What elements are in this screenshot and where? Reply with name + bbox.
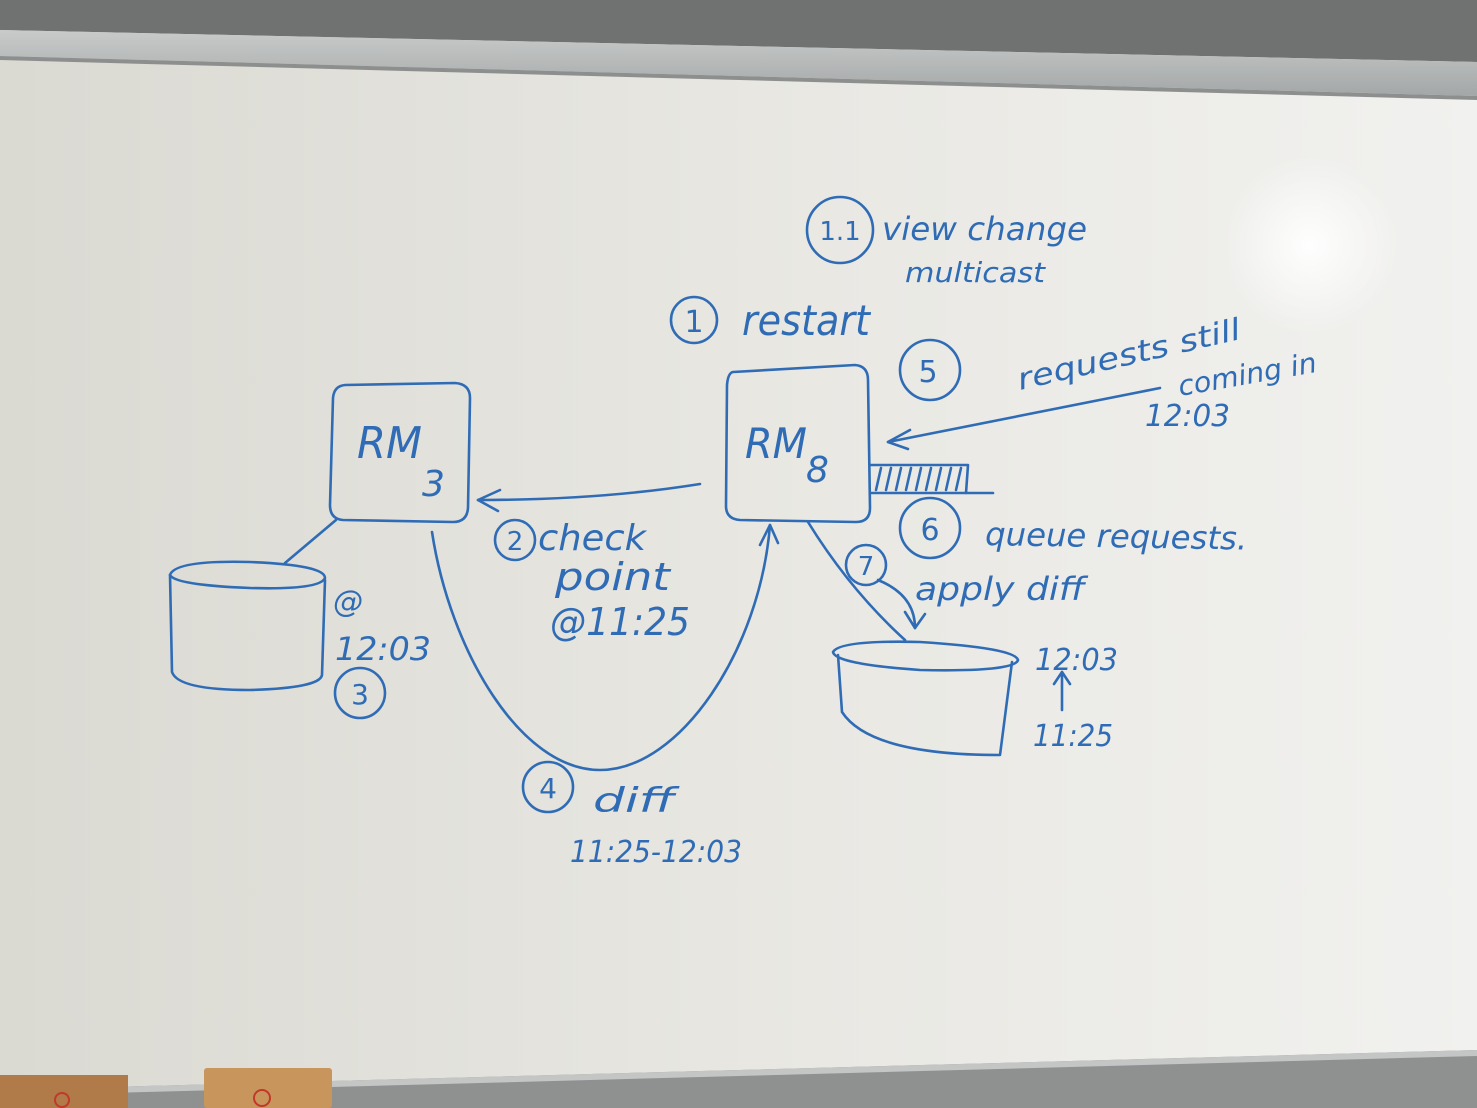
svg-text:1: 1 [684,305,703,340]
view-change-label: view change [882,210,1087,248]
rm3-storage-cylinder [168,560,327,692]
step-1-marker: 1 [669,295,719,345]
bottom-tray [0,1050,1477,1108]
step-7-marker: 7 [844,543,888,587]
storage-update-arrow [1052,670,1072,712]
diff-range-label: 11:25-12:03 [570,835,742,870]
incoming-requests-arrow [886,386,1162,451]
light-glare [1220,155,1400,335]
diff-arrow [430,523,780,772]
step-3-marker: 3 [333,666,387,720]
request-queue [868,463,995,495]
step-4-marker: 4 [521,760,575,814]
checkpoint-time-label: @11:25 [550,600,690,644]
rm3-storage-time: 12:03 [335,630,431,668]
rm8-storage-time-bottom: 11:25 [1033,719,1113,754]
checkpoint-arrow [476,482,702,513]
eraser-left [0,1075,128,1108]
step-1-1-marker: 1.1 [805,195,875,265]
check-label: check [538,518,648,559]
step-6-marker: 6 [898,496,962,560]
rm3-name: RM [357,418,422,469]
svg-text:4: 4 [539,772,557,805]
step-2-marker: 2 [493,518,537,562]
eraser-right [204,1068,332,1108]
rm3-storage-at: @ [333,585,363,620]
rm8-storage-time-top: 12:03 [1035,643,1118,678]
svg-text:3: 3 [351,678,369,711]
top-frame [0,0,1477,100]
rm8-storage-link [806,520,907,642]
rm8-subscript: 8 [806,450,829,491]
requests-time-label: 12:03 [1145,399,1230,434]
svg-text:7: 7 [858,552,875,582]
apply-diff-arrow [876,578,927,630]
apply-diff-label: apply diff [915,570,1089,608]
rm8-name: RM [745,419,807,468]
svg-text:5: 5 [918,355,937,390]
svg-text:1.1: 1.1 [819,217,860,247]
rm8-storage-cylinder [831,640,1020,757]
step-5-marker: 5 [898,338,962,402]
restart-label: restart [742,296,871,345]
rm3-storage-link [283,518,338,565]
multicast-label: multicast [905,256,1046,289]
diff-label: diff [593,781,680,821]
rm8-node: RM 8 [724,363,872,524]
point-label: point [554,555,673,599]
rm3-node: RM 3 [328,381,472,524]
rm3-subscript: 3 [422,464,445,505]
queue-requests-label: queue requests. [985,515,1248,558]
svg-text:6: 6 [920,513,939,548]
svg-text:2: 2 [507,527,524,557]
